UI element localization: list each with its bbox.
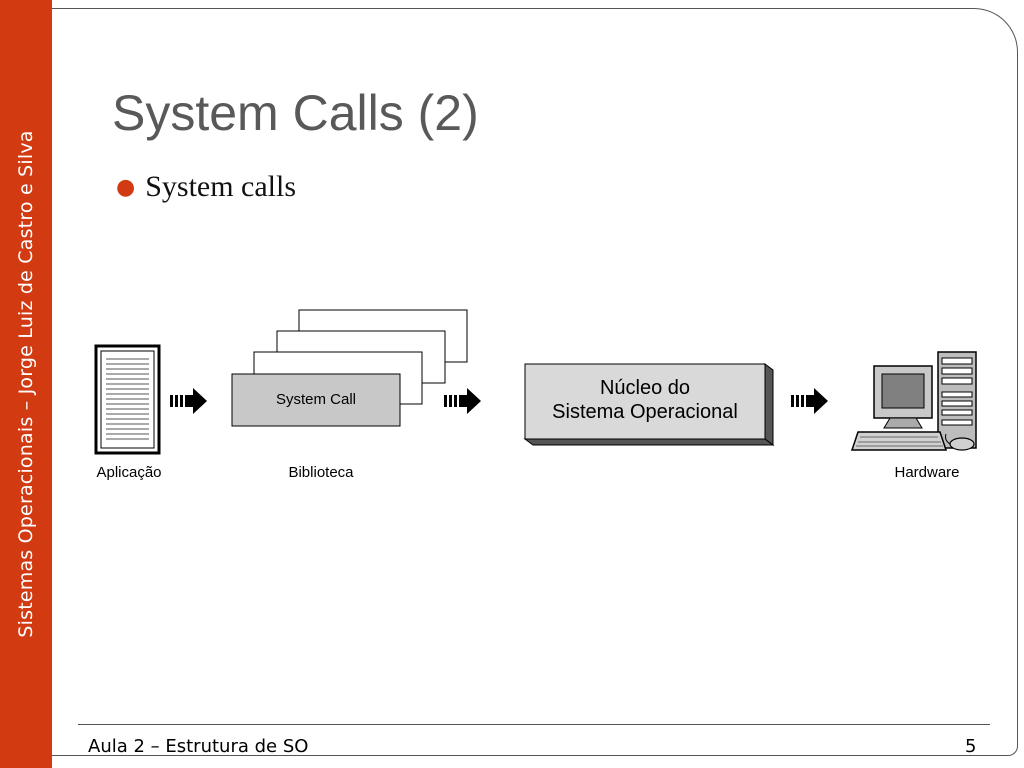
kernel-label-line1: Núcleo do [600,377,690,399]
application-document-icon [94,344,161,455]
footer-lesson-title: Aula 2 – Estrutura de SO [88,736,309,757]
sidebar: Sistemas Operacionais – Jorge Luiz de Ca… [0,0,52,768]
arrow-right-icon [170,388,207,414]
slide-frame [52,8,1018,756]
library-label: Biblioteca [288,464,354,481]
page-number: 5 [965,736,977,757]
slide-title: System Calls (2) [112,85,479,141]
bullet-text: System calls [145,170,297,203]
kernel-label-line2: Sistema Operacional [552,401,738,423]
footer-divider [78,724,990,725]
bullet-item: ● System calls [116,170,296,204]
hardware-label: Hardware [894,464,959,481]
arrow-right-icon [444,388,481,414]
arrow-right-icon [791,388,828,414]
computer-icon [850,351,977,451]
application-label: Aplicação [96,464,161,481]
kernel-box [523,363,775,446]
library-stack [231,309,468,427]
bullet-dot-icon: ● [116,174,136,200]
system-call-label: System Call [276,391,356,408]
